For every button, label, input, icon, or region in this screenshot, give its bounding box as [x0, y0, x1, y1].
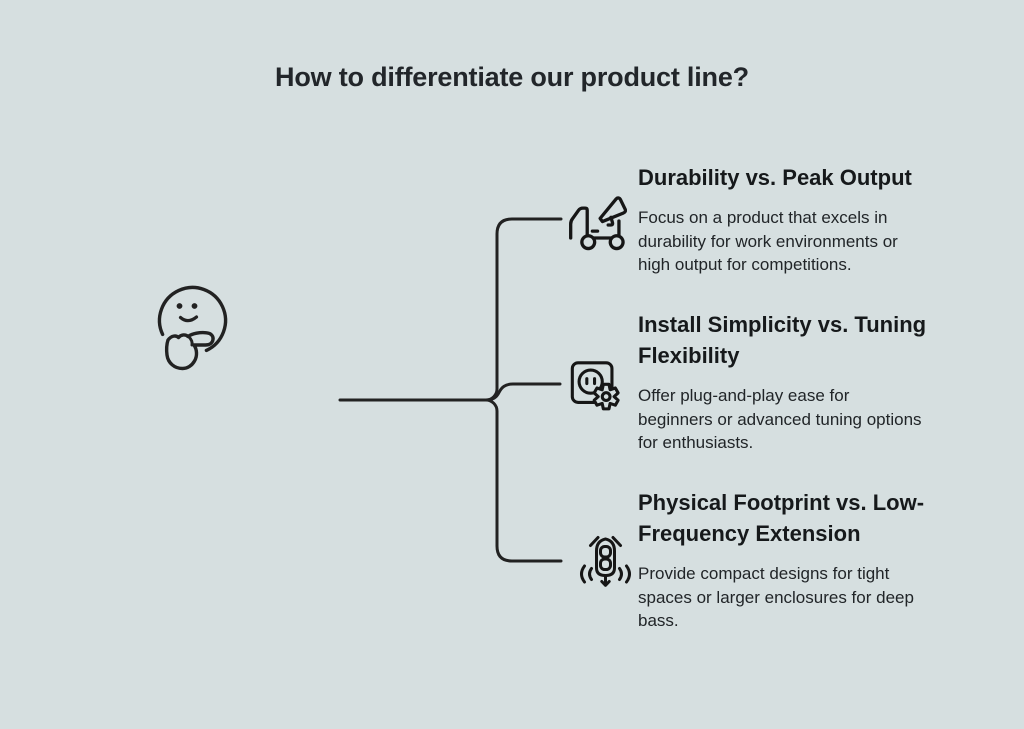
- item-body: Provide compact designs for tight spaces…: [638, 564, 914, 630]
- item-heading: Physical Footprint vs. Low-Frequency Ext…: [638, 490, 925, 546]
- item-body: Offer plug-and-play ease for beginners o…: [638, 386, 922, 452]
- item-heading: Durability vs. Peak Output: [638, 165, 912, 190]
- branch-item: Install Simplicity vs. Tuning Flexibilit…: [638, 309, 983, 455]
- plug-socket-gear-icon: [567, 356, 625, 414]
- page-title: How to differentiate our product line?: [275, 62, 749, 92]
- truck-megaphone-icon: [565, 191, 627, 253]
- thinking-face-icon: [148, 276, 252, 380]
- item-heading: Install Simplicity vs. Tuning Flexibilit…: [638, 312, 927, 368]
- branch-item: Durability vs. Peak Output Focus on a pr…: [638, 162, 983, 277]
- branch-item: Physical Footprint vs. Low-Frequency Ext…: [638, 487, 983, 633]
- item-body: Focus on a product that excels in durabi…: [638, 208, 898, 274]
- subwoofer-vibration-icon: [572, 530, 632, 590]
